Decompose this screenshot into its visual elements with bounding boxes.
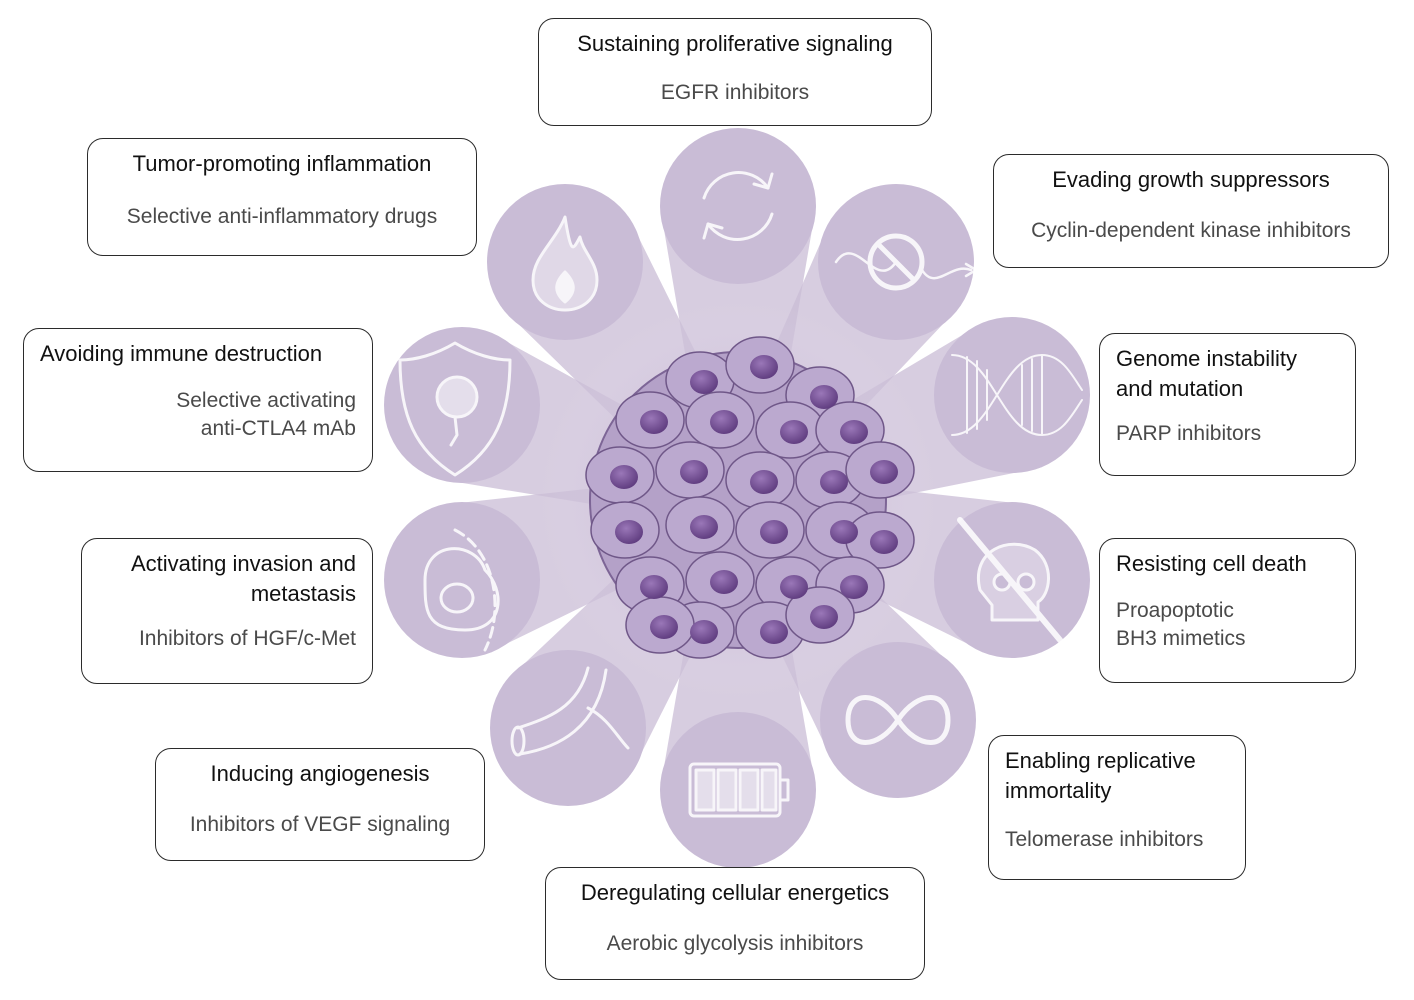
drug-label: Aerobic glycolysis inhibitors	[606, 932, 864, 955]
petal-circle	[660, 712, 816, 868]
hallmark-title: Evading growth suppressors	[1052, 167, 1330, 192]
box-inducing-angiogenesis: Inducing angiogenesis Inhibitors of VEGF…	[155, 748, 485, 861]
cell-nucleus	[810, 385, 838, 409]
cell-nucleus	[840, 420, 868, 444]
cell-nucleus	[830, 520, 858, 544]
box-activating-invasion-metastasis: Activating invasion and metastasis Inhib…	[81, 538, 373, 684]
title-line: metastasis	[250, 581, 356, 606]
hallmark-title: Sustaining proliferative signaling	[577, 31, 893, 56]
cycle-arrows-icon	[702, 171, 774, 241]
cell-nucleus	[810, 605, 838, 629]
cell-nucleus	[750, 355, 778, 379]
cell-nucleus	[870, 530, 898, 554]
title-line: Activating invasion and	[130, 551, 356, 576]
box-evading-growth-suppressors: Evading growth suppressors Cyclin-depend…	[993, 154, 1389, 268]
drug-label: Inhibitors of HGF/c-Met	[138, 627, 356, 650]
cell-nucleus	[640, 575, 668, 599]
cell-nucleus	[690, 515, 718, 539]
petal-circle	[487, 184, 643, 340]
drug-label: Selective activating anti-CTLA4 mAb	[40, 387, 356, 443]
drug-label: Selective anti-inflammatory drugs	[126, 205, 438, 228]
drug-label: PARP inhibitors	[1116, 422, 1262, 445]
dna-helix-icon	[951, 354, 1083, 436]
cell-nucleus	[780, 420, 808, 444]
drug-label: Proapoptotic BH3 mimetics	[1116, 597, 1339, 653]
box-genome-instability: Genome instability and mutation PARP inh…	[1099, 333, 1356, 476]
cell-nucleus	[615, 520, 643, 544]
cell-nucleus	[760, 520, 788, 544]
petal-circle	[490, 650, 646, 806]
cell-nucleus	[750, 470, 778, 494]
hallmark-title: Enabling replicative immortality	[1005, 746, 1229, 806]
cell-nucleus	[710, 570, 738, 594]
box-deregulating-cellular-energetics: Deregulating cellular energetics Aerobic…	[545, 867, 925, 980]
title-line: and mutation	[1116, 376, 1244, 401]
cell-nucleus	[820, 470, 848, 494]
cell-nucleus	[650, 615, 678, 639]
no-entry-icon	[834, 233, 978, 291]
title-line: immortality	[1005, 778, 1112, 803]
box-sustaining-proliferative-signaling: Sustaining proliferative signaling EGFR …	[538, 18, 932, 126]
box-enabling-replicative-immortality: Enabling replicative immortality Telomer…	[988, 735, 1246, 880]
cell-nucleus	[710, 410, 738, 434]
cell-nucleus	[760, 620, 788, 644]
cell-nucleus	[870, 460, 898, 484]
flame-icon	[531, 215, 599, 312]
hallmark-title: Inducing angiogenesis	[210, 761, 430, 786]
cell-nucleus	[780, 575, 808, 599]
petal-circle	[384, 502, 540, 658]
infinity-icon	[845, 695, 951, 745]
cell-nucleus	[690, 370, 718, 394]
cell-nucleus	[690, 620, 718, 644]
drug-line: anti-CTLA4 mAb	[200, 417, 356, 440]
drug-line: BH3 mimetics	[1116, 627, 1246, 650]
cell-nucleus	[680, 460, 708, 484]
battery-icon	[688, 762, 790, 818]
box-avoiding-immune-destruction: Avoiding immune destruction Selective ac…	[23, 328, 373, 472]
hallmark-title: Resisting cell death	[1116, 551, 1307, 576]
hallmark-title: Tumor-promoting inflammation	[132, 151, 432, 176]
petal-circle	[660, 128, 816, 284]
hallmark-title: Activating invasion and metastasis	[98, 549, 356, 609]
drug-label: Telomerase inhibitors	[1005, 828, 1204, 851]
hallmark-title: Avoiding immune destruction	[40, 341, 323, 366]
drug-label: EGFR inhibitors	[660, 81, 810, 104]
petal-circle	[934, 317, 1090, 473]
box-tumor-promoting-inflammation: Tumor-promoting inflammation Selective a…	[87, 138, 477, 256]
hallmark-title: Genome instability and mutation	[1116, 344, 1339, 404]
drug-line: Selective activating	[176, 389, 356, 412]
blood-vessel-icon	[510, 666, 630, 757]
cell-nucleus	[640, 410, 668, 434]
title-line: Genome instability	[1116, 346, 1297, 371]
crossed-skull-icon	[957, 517, 1063, 643]
tumor-cell-cluster	[585, 336, 915, 659]
title-line: Enabling replicative	[1005, 748, 1196, 773]
cell-nucleus	[840, 575, 868, 599]
drug-label: Cyclin-dependent kinase inhibitors	[1031, 219, 1351, 242]
box-resisting-cell-death: Resisting cell death Proapoptotic BH3 mi…	[1099, 538, 1356, 683]
drug-line: Proapoptotic	[1116, 599, 1234, 622]
drug-label: Inhibitors of VEGF signaling	[189, 813, 451, 836]
shield-cell-icon	[398, 341, 512, 477]
cell-nucleus	[610, 465, 638, 489]
hallmark-title: Deregulating cellular energetics	[580, 880, 890, 905]
invading-cell-icon	[423, 528, 500, 652]
